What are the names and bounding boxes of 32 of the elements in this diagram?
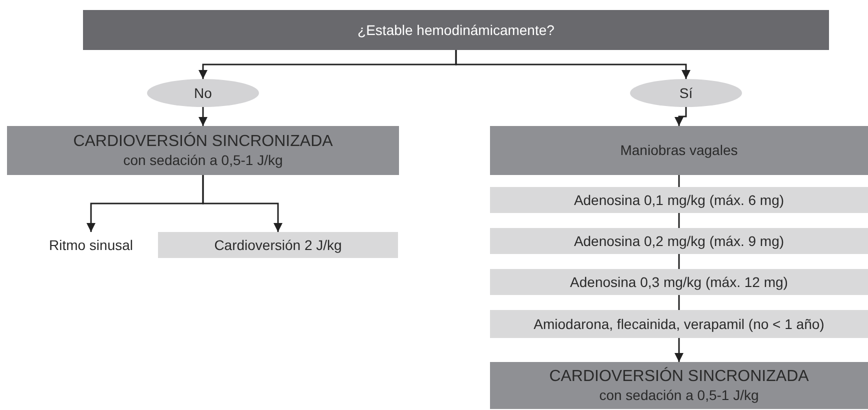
step-box [158, 232, 398, 258]
node-text: Sí [679, 84, 693, 102]
node-text: ¿Estable hemodinámicamente? [358, 22, 554, 38]
node-text: Adenosina 0,2 mg/kg (máx. 9 mg) [574, 232, 784, 250]
node-text: Maniobras vagales [620, 142, 738, 159]
node-subtext: con sedación a 0,5-1 J/kg [599, 386, 759, 403]
arrow [455, 50, 690, 79]
action-box [490, 126, 868, 175]
node-text: Ritmo sinusal [48, 236, 134, 254]
node-text: Adenosina 0,1 mg/kg (máx. 6 mg) [574, 192, 784, 208]
question-box [83, 10, 829, 50]
arrow [674, 107, 687, 126]
node-text: Cardioversión 2 J/kg [214, 236, 342, 254]
connector-line [678, 254, 680, 269]
connector-line [678, 213, 680, 228]
connector-line [678, 175, 680, 187]
step-box [490, 187, 868, 213]
node-text: CARDIOVERSIÓN SINCRONIZADA [73, 133, 333, 152]
node-text: CARDIOVERSIÓN SINCRONIZADA [549, 368, 809, 387]
action-box [490, 362, 868, 409]
step-box [490, 269, 868, 295]
step-box [490, 310, 868, 338]
arrow [198, 107, 208, 126]
action-box [7, 126, 399, 175]
arrow [674, 338, 684, 362]
arrow [202, 175, 282, 232]
node-text: No [194, 84, 212, 102]
step-box [490, 228, 868, 254]
connector-line [678, 295, 680, 310]
node-text: Adenosina 0,3 mg/kg (máx. 12 mg) [570, 274, 788, 290]
node-text: Amiodarona, flecainida, verapamil (no < 1 año) [534, 316, 824, 332]
node-subtext: con sedación a 0,5-1 J/kg [123, 152, 283, 168]
